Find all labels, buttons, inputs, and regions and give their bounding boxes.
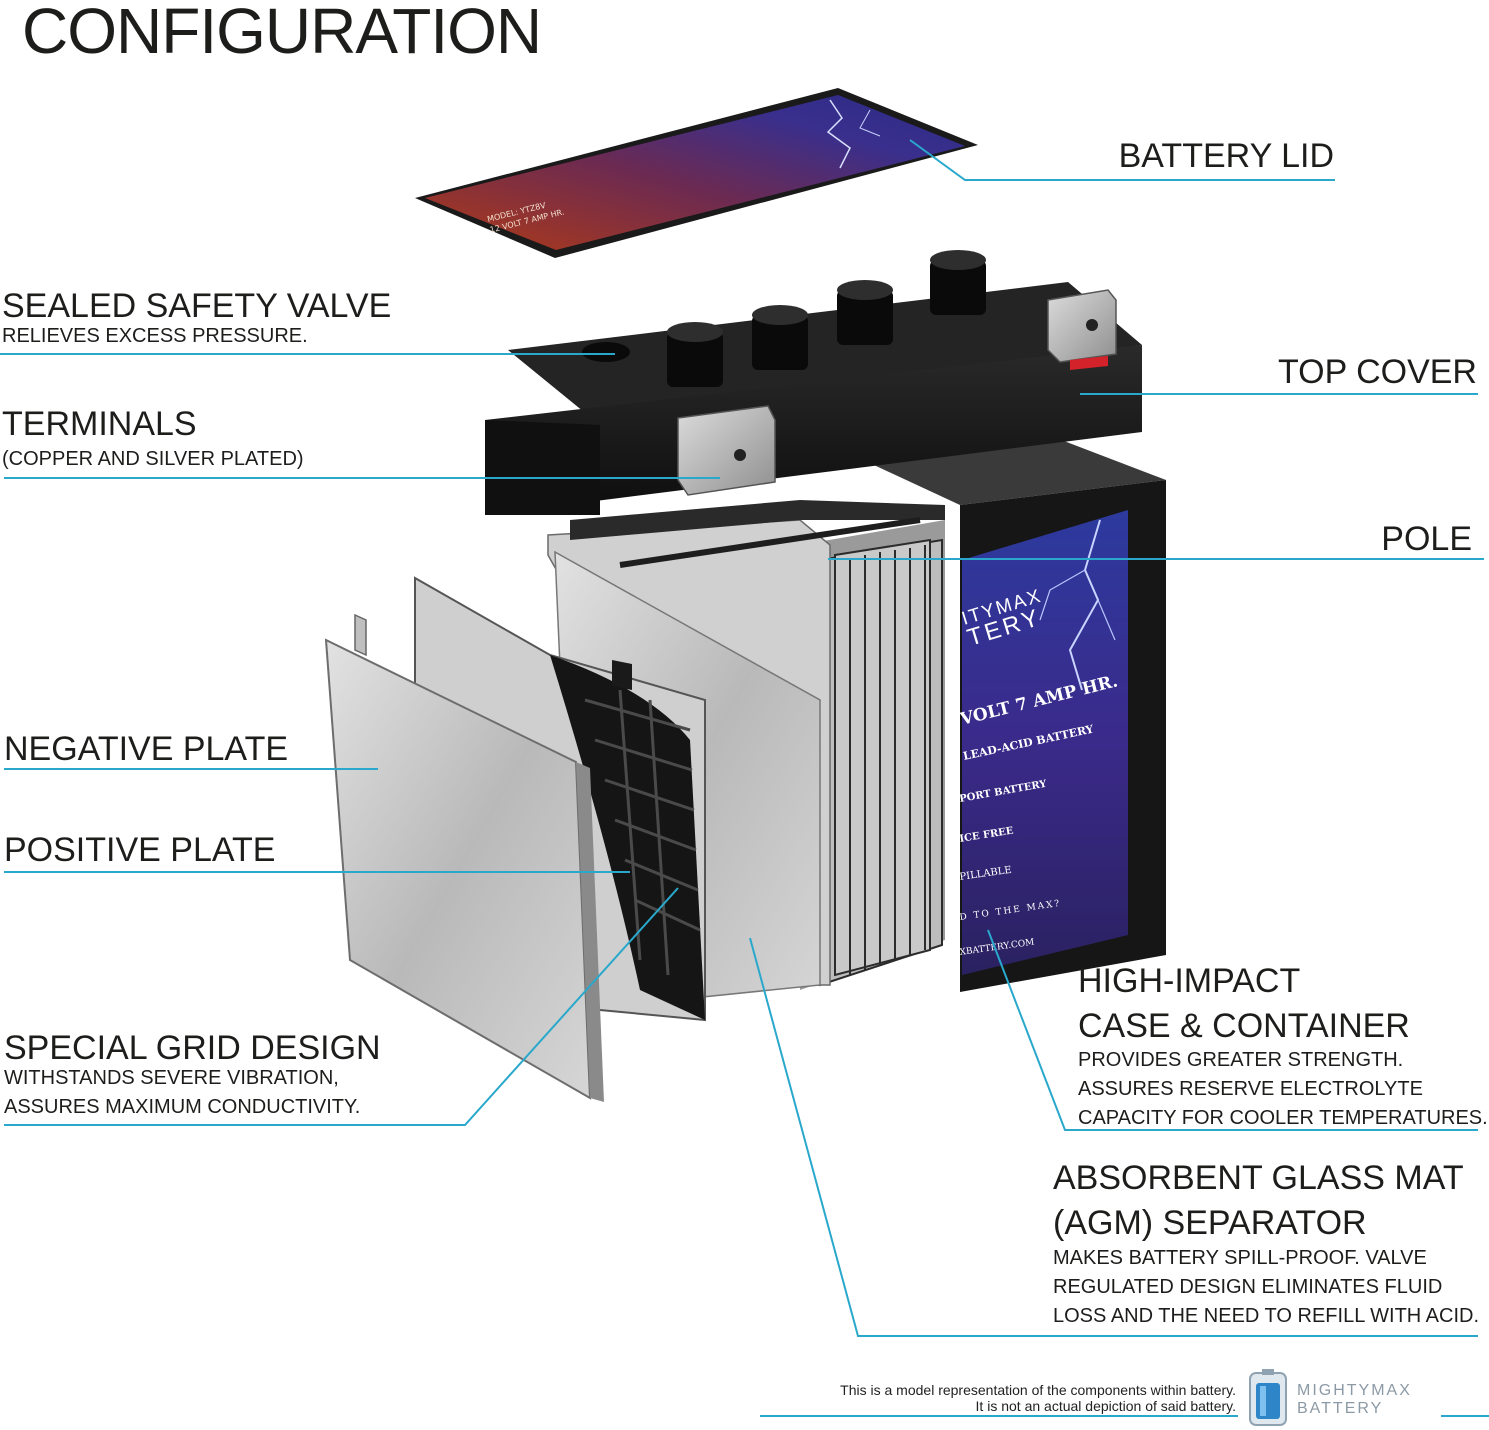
negative-terminal bbox=[677, 405, 776, 496]
label-positive-plate: POSITIVE PLATE bbox=[4, 831, 276, 869]
label-title: SPECIAL GRID DESIGN bbox=[4, 1029, 381, 1067]
disclaimer: This is a model representation of the co… bbox=[700, 1382, 1236, 1414]
top-cover bbox=[485, 250, 1142, 515]
leader-agm-separator bbox=[749, 937, 1478, 1337]
label-desc-2: ASSURES RESERVE ELECTROLYTE bbox=[1078, 1078, 1423, 1100]
label-desc-1: MAKES BATTERY SPILL-PROOF. VALVE bbox=[1053, 1247, 1427, 1269]
label-desc-1: PROVIDES GREATER STRENGTH. bbox=[1078, 1049, 1404, 1071]
label-title-2: (AGM) SEPARATOR bbox=[1053, 1204, 1367, 1242]
label-title-1: ABSORBENT GLASS MAT bbox=[1053, 1159, 1464, 1197]
label-desc-3: CAPACITY FOR COOLER TEMPERATURES. bbox=[1078, 1107, 1488, 1129]
leader-lines bbox=[0, 139, 1489, 1417]
battery-lid: MODEL: YTZ8V 12 VOLT 7 AMP HR. bbox=[415, 88, 978, 258]
logo-line2: BATTERY bbox=[1297, 1400, 1383, 1417]
label-desc-1: WITHSTANDS SEVERE VIBRATION, bbox=[4, 1067, 339, 1089]
positive-terminal bbox=[1047, 289, 1117, 370]
battery-case: ITYMAX TERY VOLT 7 AMP HR. LEAD-ACID BAT… bbox=[846, 428, 1166, 992]
brand-logo: MIGHTYMAX BATTERY bbox=[1249, 1369, 1412, 1426]
label-desc-2: ASSURES MAXIMUM CONDUCTIVITY. bbox=[4, 1096, 361, 1118]
lightning-icon bbox=[826, 99, 851, 169]
label-sealed-safety-valve: SEALED SAFETY VALVE RELIEVES EXCESS PRES… bbox=[2, 286, 391, 351]
label-top-cover: TOP COVER bbox=[1277, 353, 1477, 391]
label-special-grid-design: SPECIAL GRID DESIGN WITHSTANDS SEVERE VI… bbox=[4, 1028, 381, 1122]
negative-plate bbox=[324, 613, 604, 1102]
label-terminals: TERMINALS (COPPER AND SILVER PLATED) bbox=[2, 404, 304, 474]
case-label-panel bbox=[962, 510, 1128, 975]
label-title: SEALED SAFETY VALVE bbox=[2, 287, 392, 325]
label-battery-lid: BATTERY LID bbox=[1118, 137, 1334, 175]
label-pole: POLE bbox=[1381, 520, 1472, 558]
page-title: CONFIGURATION bbox=[22, 0, 542, 67]
label-title: TERMINALS bbox=[2, 405, 197, 443]
label-negative-plate: NEGATIVE PLATE bbox=[4, 730, 289, 768]
disclaimer-line-1: This is a model representation of the co… bbox=[840, 1382, 1236, 1398]
label-high-impact-case: HIGH-IMPACT CASE & CONTAINER PROVIDES GR… bbox=[1078, 956, 1488, 1133]
logo-line1: MIGHTYMAX bbox=[1297, 1382, 1412, 1399]
label-desc: (COPPER AND SILVER PLATED) bbox=[2, 448, 304, 470]
disclaimer-line-2: It is not an actual depiction of said ba… bbox=[975, 1398, 1236, 1414]
leader-high-impact-case bbox=[987, 929, 1478, 1131]
label-agm-separator: ABSORBENT GLASS MAT (AGM) SEPARATOR MAKE… bbox=[1053, 1154, 1479, 1331]
label-desc: RELIEVES EXCESS PRESSURE. bbox=[2, 325, 308, 347]
label-title-2: CASE & CONTAINER bbox=[1078, 1007, 1410, 1045]
leader-battery-lid bbox=[909, 139, 1335, 181]
label-desc-2: REGULATED DESIGN ELIMINATES FLUID bbox=[1053, 1276, 1443, 1298]
leader-special-grid-design bbox=[4, 887, 679, 1126]
label-desc-3: LOSS AND THE NEED TO REFILL WITH ACID. bbox=[1053, 1305, 1480, 1327]
label-title-1: HIGH-IMPACT bbox=[1078, 962, 1301, 1000]
